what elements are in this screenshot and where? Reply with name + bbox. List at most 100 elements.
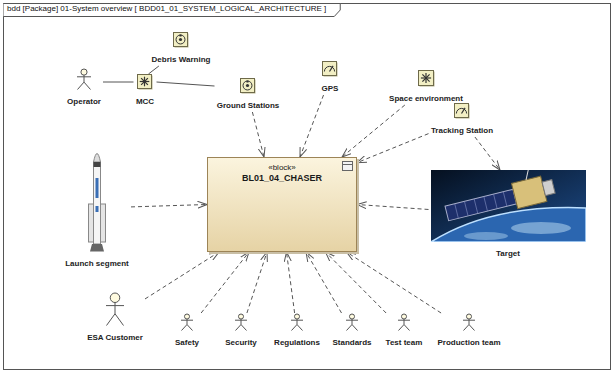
icon-glyph bbox=[330, 66, 334, 72]
panel-grid bbox=[483, 197, 487, 212]
node-label: Standards bbox=[332, 338, 371, 348]
rocket-body bbox=[94, 162, 101, 244]
actor-leg bbox=[78, 82, 85, 89]
node-label: Operator bbox=[67, 97, 101, 107]
actor-leg bbox=[404, 325, 410, 331]
actor-icon bbox=[76, 68, 92, 90]
node-label: Space environment bbox=[389, 94, 463, 104]
dependency-arrow bbox=[131, 205, 207, 207]
actor: Production team bbox=[435, 313, 503, 349]
actor-arms bbox=[398, 320, 410, 321]
actor-leg bbox=[292, 325, 298, 331]
dependency-arrow bbox=[145, 252, 219, 299]
dependency-arrow bbox=[252, 112, 264, 157]
actor-body bbox=[84, 75, 85, 82]
actor-icon bbox=[180, 313, 194, 331]
dependency-arrow bbox=[201, 252, 249, 313]
association-line bbox=[157, 82, 215, 86]
panel-grid bbox=[464, 201, 468, 216]
booster bbox=[101, 204, 106, 242]
actor-icon bbox=[105, 292, 125, 326]
actor: ESA Customer bbox=[85, 292, 145, 344]
actor-icon bbox=[234, 313, 248, 331]
icon-glyph bbox=[141, 78, 148, 85]
actor: Operator bbox=[65, 68, 103, 108]
actor-icon bbox=[462, 313, 476, 331]
actor-arms bbox=[77, 76, 91, 77]
actor: Security bbox=[223, 313, 259, 349]
stick-figure bbox=[398, 314, 410, 331]
block-symbol bbox=[342, 161, 353, 171]
clouds bbox=[511, 222, 571, 234]
stereotype-icon bbox=[241, 79, 255, 93]
icon-glyph bbox=[246, 84, 249, 87]
actor: Safety bbox=[173, 313, 202, 349]
actor-arms bbox=[106, 305, 124, 306]
panel-grid bbox=[454, 204, 458, 219]
icon-glyph bbox=[243, 81, 252, 90]
actor-leg bbox=[84, 82, 91, 89]
solar-panel bbox=[445, 189, 517, 220]
icon-glyph bbox=[247, 81, 249, 83]
space-background bbox=[431, 170, 586, 242]
node-label: Regulations bbox=[274, 338, 320, 348]
actor-leg bbox=[469, 325, 475, 331]
actor-icon bbox=[290, 313, 304, 331]
stereotype-icon bbox=[138, 75, 152, 89]
node-label: Security bbox=[225, 338, 257, 348]
stereotype-icon bbox=[455, 104, 469, 118]
actor-leg bbox=[241, 325, 247, 331]
dependency-arrow bbox=[347, 252, 442, 313]
stick-figure bbox=[291, 314, 303, 331]
block-symbol-line bbox=[343, 164, 353, 165]
actor-arms bbox=[181, 320, 193, 321]
stereotype-node: Tracking Station bbox=[429, 103, 496, 137]
actor-leg bbox=[464, 325, 470, 331]
stereotype-node: Ground Stations bbox=[215, 78, 282, 112]
rocket-nose bbox=[94, 154, 101, 163]
actor-arms bbox=[346, 320, 358, 321]
satellite-module bbox=[542, 180, 555, 196]
icon-glyph bbox=[456, 108, 466, 113]
stick-figure bbox=[106, 293, 124, 326]
dependency-arrow bbox=[247, 252, 267, 313]
icon-shadow bbox=[242, 80, 256, 94]
actor-leg bbox=[297, 325, 303, 331]
association-line bbox=[148, 66, 158, 74]
rocket-stripe bbox=[96, 178, 99, 198]
satellite bbox=[441, 170, 556, 226]
stick-figure bbox=[235, 314, 247, 331]
stereotype-node-icon bbox=[418, 70, 435, 87]
actor-leg bbox=[347, 325, 353, 331]
actor-head bbox=[81, 69, 87, 75]
node-label: Ground Stations bbox=[217, 101, 280, 111]
icon-shadow bbox=[419, 72, 434, 87]
node-label: Target bbox=[496, 249, 520, 259]
node-label: MCC bbox=[136, 97, 154, 107]
stereotype-label: «block» bbox=[208, 162, 356, 173]
dependency-arrow bbox=[357, 205, 429, 210]
stick-figure bbox=[181, 314, 193, 331]
stick-figure bbox=[346, 314, 358, 331]
actor-leg bbox=[182, 325, 188, 331]
actor-leg bbox=[187, 325, 193, 331]
panel-grid bbox=[474, 199, 478, 214]
block-symbol-frame bbox=[343, 162, 353, 171]
stereotype-node-icon bbox=[454, 103, 470, 119]
booster bbox=[89, 204, 94, 242]
satellite-image-icon bbox=[431, 170, 586, 242]
icon-shadow bbox=[175, 34, 189, 48]
stereotype-icon bbox=[323, 62, 337, 76]
actor-icon bbox=[397, 313, 411, 331]
actor-leg bbox=[115, 314, 124, 326]
stick-figure bbox=[463, 314, 475, 331]
icon-glyph bbox=[422, 74, 429, 81]
frame-border bbox=[4, 4, 611, 370]
rocket-stripe bbox=[96, 206, 99, 212]
actor-leg bbox=[399, 325, 405, 331]
actor-leg bbox=[236, 325, 242, 331]
actor-leg bbox=[352, 325, 358, 331]
actor-arms bbox=[291, 320, 303, 321]
